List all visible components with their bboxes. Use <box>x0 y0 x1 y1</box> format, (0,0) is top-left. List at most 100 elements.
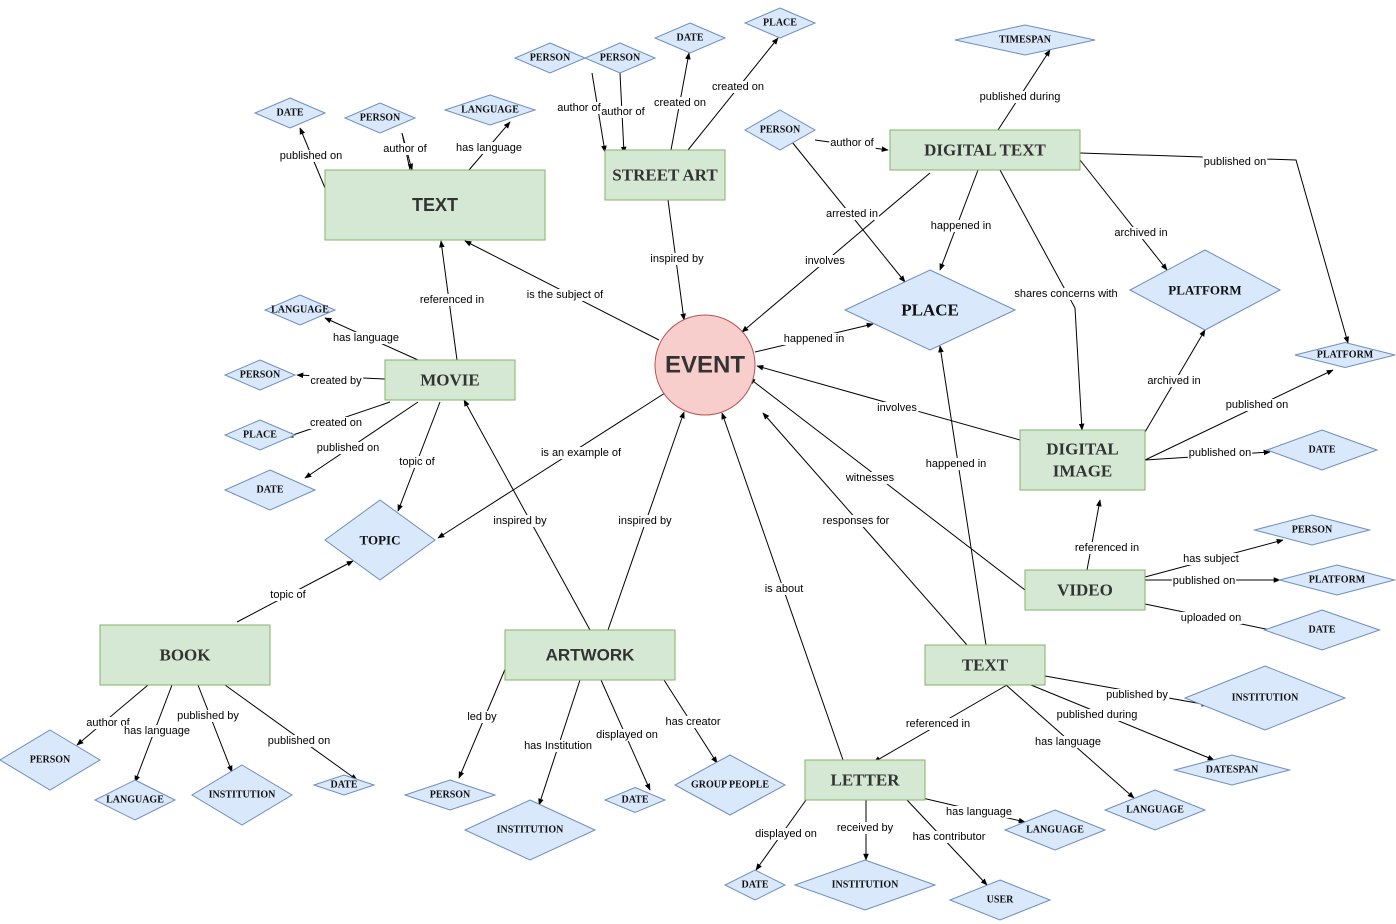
entity-street-art[interactable]: STREET ART <box>604 149 726 201</box>
attribute-movie-place[interactable]: PLACE <box>223 419 297 451</box>
entity-text-top[interactable]: TEXT <box>324 169 546 241</box>
entity-artwork[interactable]: ARTWORK <box>504 629 676 681</box>
attribute-art-institution[interactable]: INSTITUTION <box>463 799 597 861</box>
entity-book[interactable]: BOOK <box>99 624 271 686</box>
attribute-text-person[interactable]: PERSON <box>343 102 417 134</box>
attribute-art-person[interactable]: PERSON <box>403 779 497 811</box>
edge-label-text: has language <box>456 142 522 154</box>
edge-label-text: uploaded on <box>1181 612 1242 624</box>
attribute-di-date[interactable]: DATE <box>1265 429 1379 471</box>
edge-book-published-by <box>197 684 233 773</box>
attribute-book-institution[interactable]: INSTITUTION <box>191 764 293 826</box>
edge-label-bg <box>595 729 659 741</box>
attribute-dt-timespan[interactable]: TIMESPAN <box>954 24 1096 56</box>
edge-label-text: happened in <box>931 220 992 232</box>
edge-label-bg <box>176 710 241 722</box>
edge-tb-published-during <box>1030 684 1215 761</box>
entity-box <box>1024 569 1146 611</box>
attribute-movie-person[interactable]: PERSON <box>223 359 297 391</box>
attribute-sa-person1[interactable]: PERSON <box>513 42 587 74</box>
attribute-video-person[interactable]: PERSON <box>1252 514 1372 546</box>
attribute-letter-language[interactable]: LANGUAGE <box>1003 809 1107 851</box>
attribute-text-date[interactable]: DATE <box>253 97 327 129</box>
attribute-tb-institution[interactable]: INSTITUTION <box>1183 665 1347 731</box>
edge-label-sa-author-of-2: author of <box>600 106 647 118</box>
attribute-letter-user[interactable]: USER <box>948 879 1052 921</box>
edge-label-letter-has-language: has language <box>944 806 1014 818</box>
edge-label-bg <box>924 458 988 470</box>
edge-label-text: published on <box>1226 399 1288 411</box>
attribute-sa-person2[interactable]: PERSON <box>583 42 657 74</box>
attribute-tb-language[interactable]: LANGUAGE <box>1103 789 1207 831</box>
edge-label-is-example-of: is an example of <box>539 447 623 459</box>
attribute-tb-datespan[interactable]: DATESPAN <box>1172 754 1292 786</box>
edge-label-text: is the subject of <box>527 289 604 301</box>
entity-topic[interactable]: TOPIC <box>324 499 436 581</box>
attribute-diamond <box>583 42 657 74</box>
entity-digital-text[interactable]: DIGITAL TEXT <box>889 129 1081 171</box>
edge-label-bg <box>466 711 499 723</box>
edge-label-text: referenced in <box>420 294 484 306</box>
attribute-art-date[interactable]: DATE <box>603 786 667 814</box>
event-node[interactable]: EVENT <box>654 314 756 416</box>
entity-place-main[interactable]: PLACE <box>843 269 1017 351</box>
attribute-book-language[interactable]: LANGUAGE <box>93 779 177 821</box>
edge-label-bg <box>929 220 993 232</box>
edge-label-bg <box>763 583 805 595</box>
entity-label: TEXT <box>412 195 458 215</box>
attribute-label: DATESPAN <box>1206 765 1259 776</box>
attribute-label: DATE <box>741 880 768 891</box>
edge-label-tb-happened-in: happened in <box>924 458 988 470</box>
attribute-letter-date[interactable]: DATE <box>723 869 787 901</box>
entity-video[interactable]: VIDEO <box>1024 569 1146 611</box>
entity-box <box>324 169 546 241</box>
edge-label-text: topic of <box>399 456 435 468</box>
attribute-book-person[interactable]: PERSON <box>0 729 101 791</box>
attribute-book-date[interactable]: DATE <box>312 774 376 796</box>
edge-label-art-has-institution: has Institution <box>523 740 593 752</box>
attribute-label: LANGUAGE <box>1026 825 1084 836</box>
entity-platform-main[interactable]: PLATFORM <box>1128 249 1282 331</box>
entity-letter[interactable]: LETTER <box>804 759 926 801</box>
entity-box <box>924 644 1046 686</box>
edge-dt-shares-concerns <box>999 169 1085 431</box>
edge-label-dt-archived-in: archived in <box>1113 227 1169 239</box>
edge-label-di-archived-in: archived in <box>1146 375 1202 387</box>
edge-label-bg <box>876 402 919 414</box>
entity-label: MOVIE <box>420 371 480 390</box>
attribute-sa-date[interactable]: DATE <box>653 22 727 54</box>
edge-label-text: published on <box>1204 156 1266 168</box>
attribute-movie-language[interactable]: LANGUAGE <box>263 294 337 326</box>
attribute-movie-date[interactable]: DATE <box>223 469 317 511</box>
entity-box <box>99 624 271 686</box>
attribute-label: DATE <box>621 795 648 806</box>
entity-label: DIGITAL TEXT <box>924 141 1046 160</box>
attribute-letter-institution[interactable]: INSTITUTION <box>793 859 937 911</box>
attribute-video-platform[interactable]: PLATFORM <box>1277 564 1396 596</box>
edge-label-text: happened in <box>926 458 987 470</box>
attribute-sa-place[interactable]: PLACE <box>743 7 817 39</box>
attribute-video-date[interactable]: DATE <box>1262 609 1382 651</box>
attribute-dt-person[interactable]: PERSON <box>743 109 817 151</box>
attribute-art-group[interactable]: GROUP PEOPLE <box>673 754 787 816</box>
attribute-label: USER <box>987 895 1014 906</box>
entity-movie[interactable]: MOVIE <box>384 359 516 401</box>
attribute-diamond <box>743 109 817 151</box>
edge-label-text: published on <box>1189 447 1251 459</box>
attribute-label: PERSON <box>240 370 281 381</box>
edge-label-bg <box>1202 156 1268 168</box>
edge-tb-happened-in <box>938 345 987 646</box>
edge-label-bg <box>1105 689 1170 701</box>
attribute-label: PLACE <box>763 18 797 29</box>
edge-label-bg <box>278 150 344 162</box>
edge-label-text: author of <box>830 137 874 149</box>
entity-text-bottom[interactable]: TEXT <box>924 644 1046 686</box>
attribute-text-language[interactable]: LANGUAGE <box>443 94 537 126</box>
attribute-dt-platform[interactable]: PLATFORM <box>1294 341 1396 369</box>
entity-label-line: IMAGE <box>1053 462 1113 481</box>
edge-label-bg <box>1073 542 1141 554</box>
attribute-diamond <box>673 754 787 816</box>
edge-label-text: involves <box>877 402 917 414</box>
attribute-diamond <box>223 419 297 451</box>
